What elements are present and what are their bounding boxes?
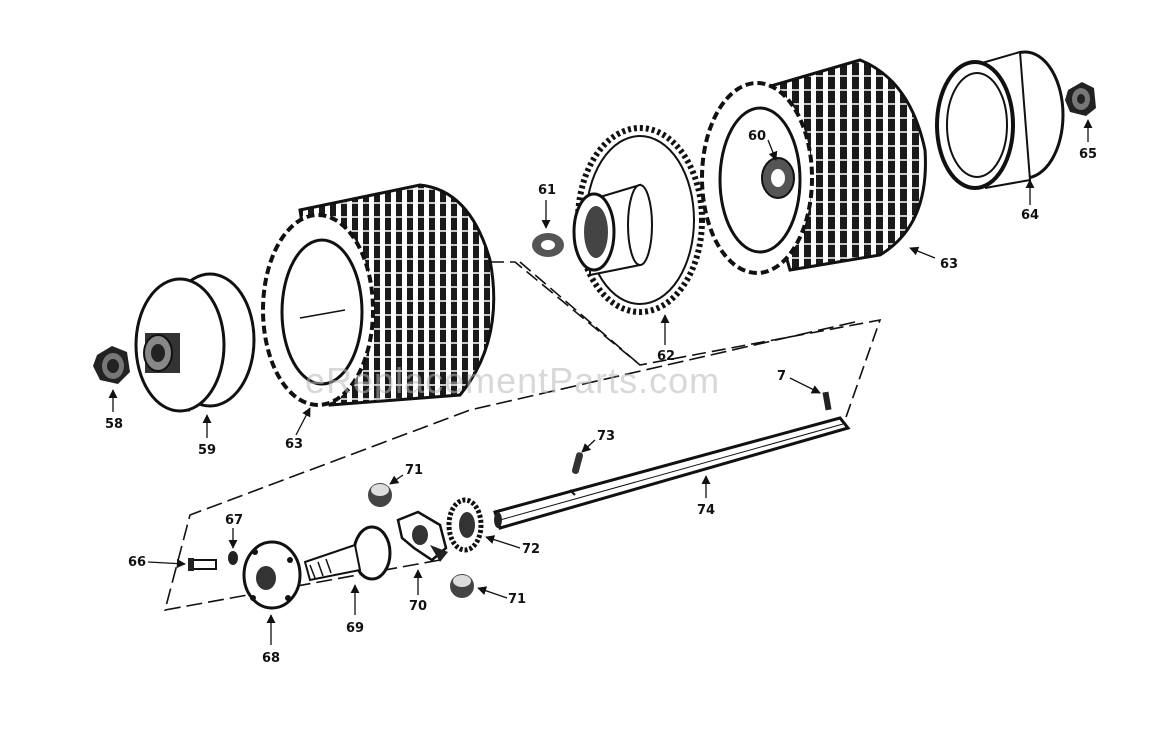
drive-shaft-part [303, 525, 392, 582]
bolt-part [188, 558, 217, 571]
wheel-hub-right-part [935, 50, 1065, 190]
callout-62: 62 [657, 349, 675, 364]
lock-washer-part [228, 551, 238, 565]
tire-right-part [700, 58, 927, 275]
washer-part [532, 233, 564, 257]
callout-58: 58 [105, 417, 123, 432]
flange-hub-part [242, 540, 302, 610]
bushing-lower-part [450, 574, 474, 598]
callout-71-lower: 71 [508, 592, 526, 607]
key-part [822, 391, 832, 411]
callout-70: 70 [409, 599, 427, 614]
differential-spider-part [396, 510, 448, 562]
wheel-hub-left-part [134, 272, 256, 413]
callout-65: 65 [1079, 147, 1097, 162]
callout-64: 64 [1021, 208, 1039, 223]
callout-73: 73 [597, 429, 615, 444]
callout-60: 60 [748, 129, 766, 144]
nut-right-part [1065, 82, 1096, 116]
callout-61: 61 [538, 183, 556, 198]
callout-72: 72 [522, 542, 540, 557]
nut-left-part [93, 346, 130, 384]
callout-68: 68 [262, 651, 280, 666]
callout-7: 7 [777, 369, 786, 384]
watermark-text: eReplacementParts.com [305, 360, 720, 401]
callout-63-right: 63 [940, 257, 958, 272]
callout-74: 74 [697, 503, 715, 518]
callout-69: 69 [346, 621, 364, 636]
callout-63-left: 63 [285, 437, 303, 452]
axle-shaft-part [493, 416, 851, 530]
tire-left-part [261, 183, 496, 407]
bushing-upper-part [368, 483, 392, 507]
callout-71-upper: 71 [405, 463, 423, 478]
pin-part [571, 452, 584, 474]
sprocket-part [572, 125, 705, 315]
callout-66: 66 [128, 555, 146, 570]
callout-59: 59 [198, 443, 216, 458]
leader-lines [108, 119, 1093, 645]
callout-labels: 58 59 63 61 62 60 63 64 65 7 73 74 71 71… [105, 129, 1097, 666]
gear-part [446, 497, 484, 553]
callout-67: 67 [225, 513, 243, 528]
